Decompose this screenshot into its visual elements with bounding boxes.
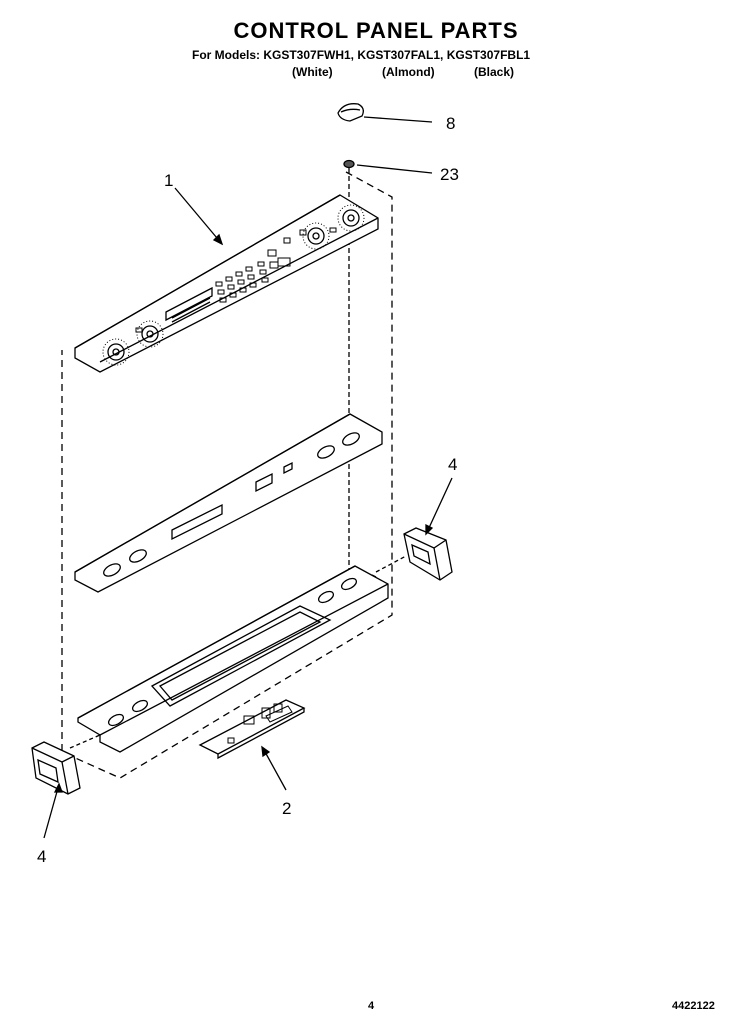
trim-panel (74, 413, 383, 593)
leader-1 (174, 187, 223, 245)
end-cap-right (375, 527, 453, 581)
circuit-board (198, 699, 306, 760)
callout-8: 8 (446, 114, 455, 133)
callout-4-left: 4 (37, 847, 46, 866)
page-title: CONTROL PANEL PARTS (233, 18, 519, 43)
callout-1: 1 (164, 171, 173, 190)
callout-23: 23 (440, 165, 459, 184)
end-cap-left (31, 734, 101, 795)
callout-2: 2 (282, 799, 291, 818)
page-number: 4 (368, 1000, 375, 1012)
leader-4-right (427, 477, 453, 531)
document-number: 4422122 (672, 1000, 715, 1012)
finish-white: (White) (292, 65, 333, 79)
leader-4-left (43, 787, 59, 839)
callout-4-right: 4 (448, 455, 457, 474)
assembly-outline (61, 171, 393, 779)
washer-part (343, 159, 433, 174)
leader-2 (263, 749, 287, 791)
overlay-panel (74, 194, 379, 373)
knob-part (337, 103, 433, 123)
finish-black: (Black) (474, 65, 515, 79)
finish-almond: (Almond) (382, 65, 435, 79)
console-housing (77, 565, 389, 753)
models-line: For Models: KGST307FWH1, KGST307FAL1, KG… (192, 48, 531, 62)
